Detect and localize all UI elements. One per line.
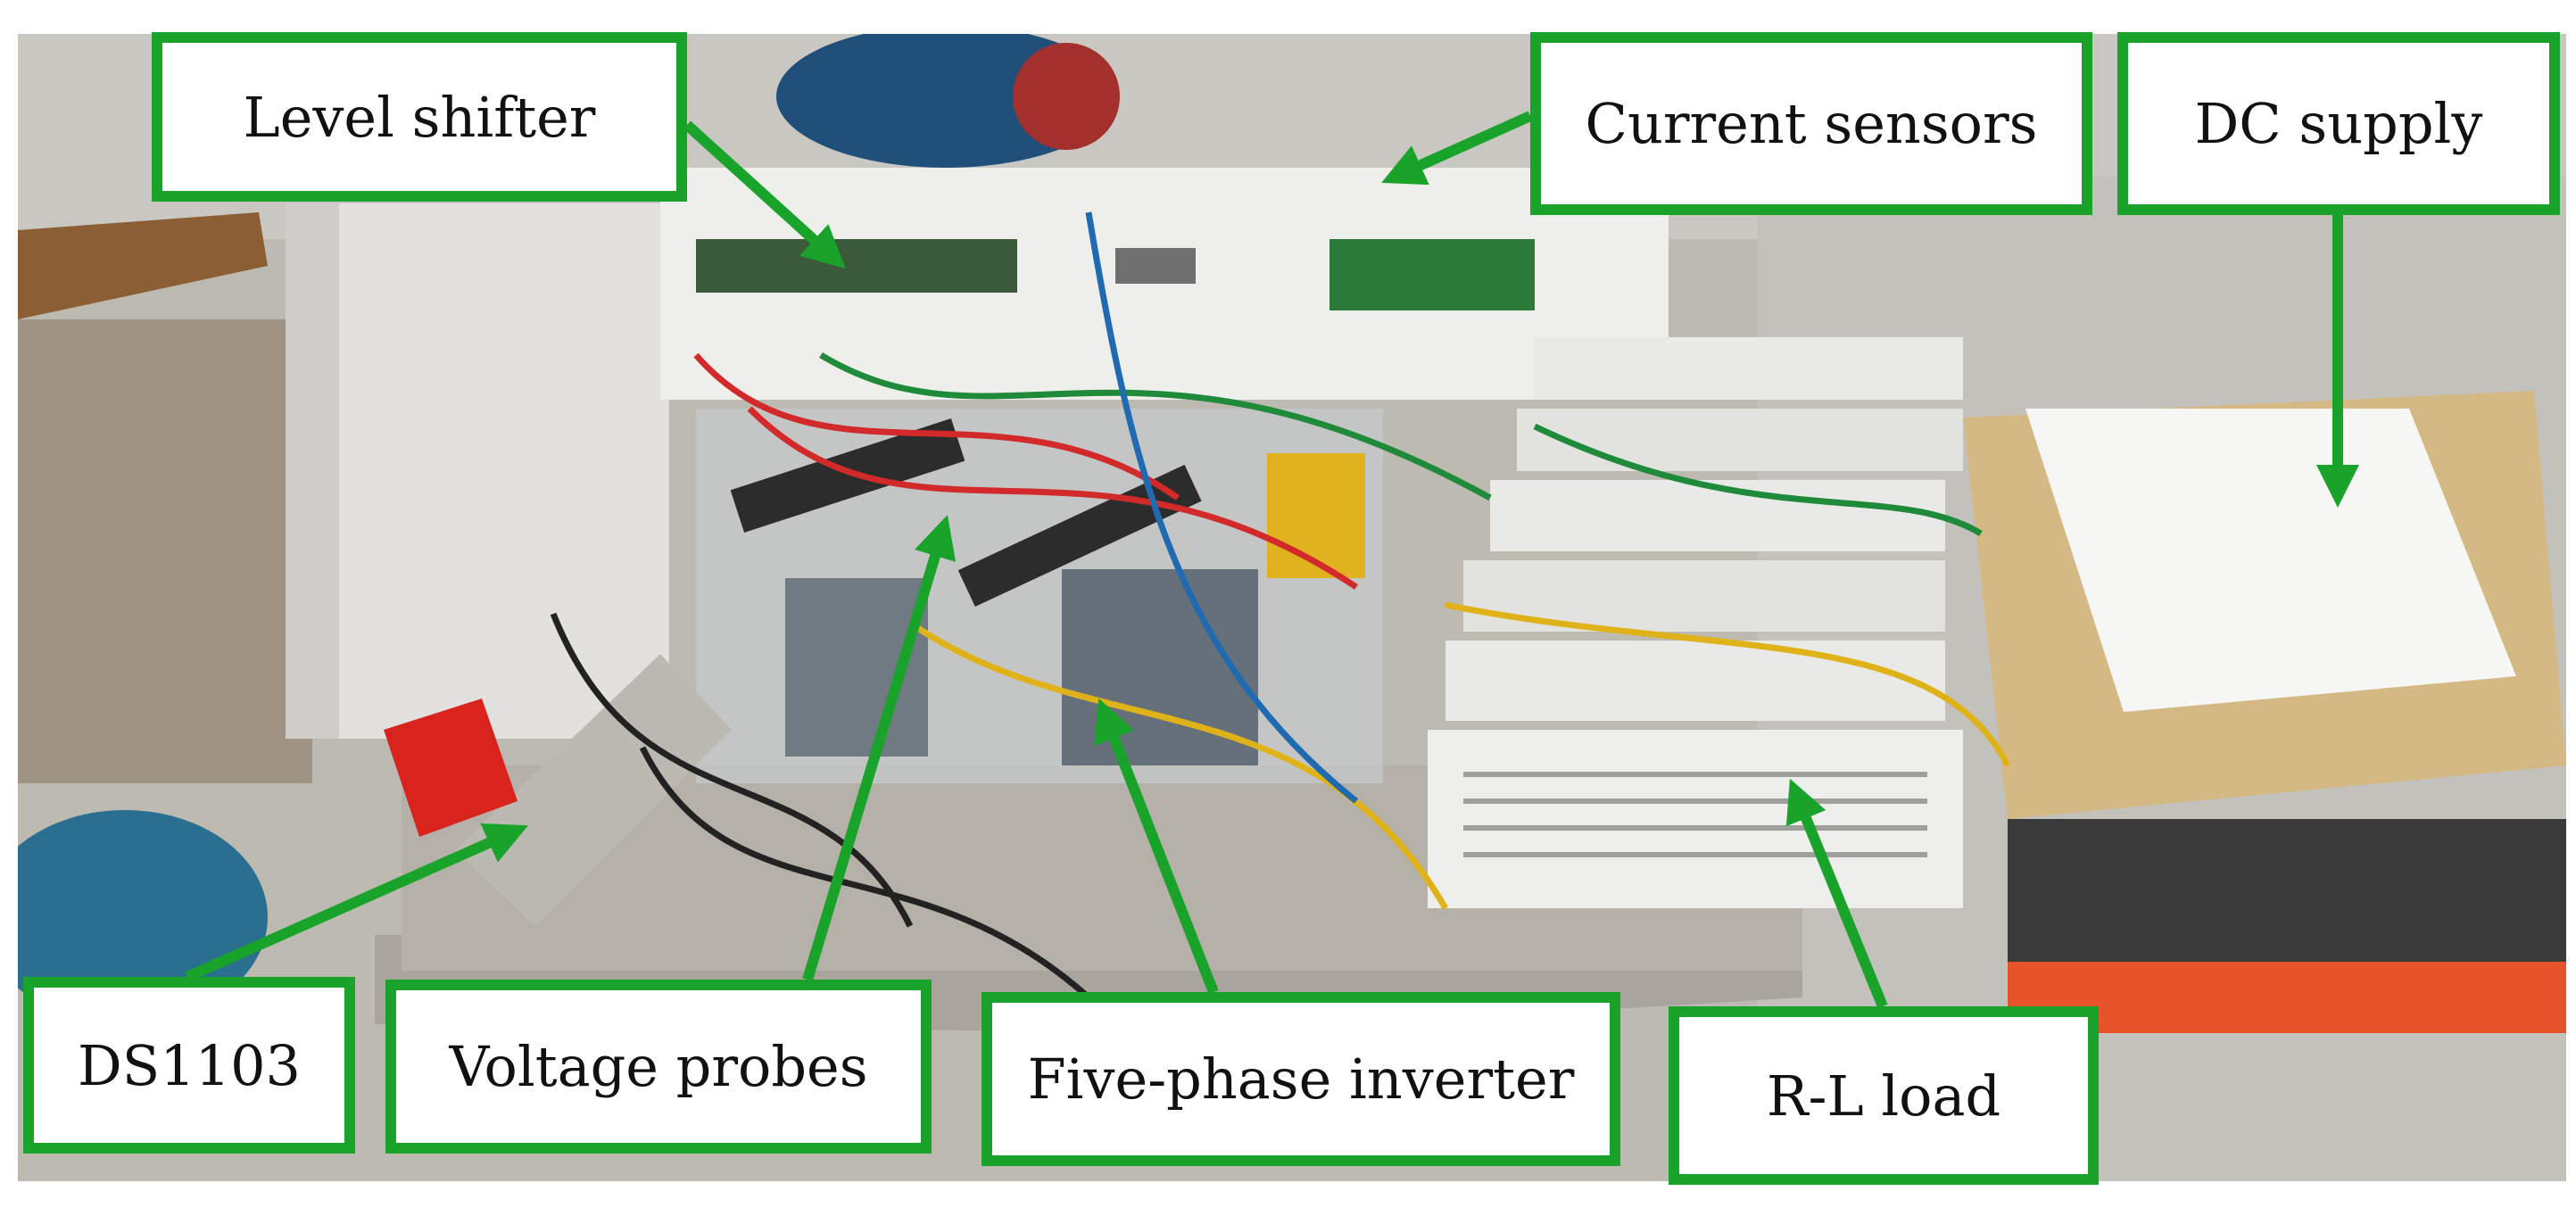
label-ds1103: DS1103 [23,977,355,1154]
test-bench-illustration [18,34,2566,1181]
label-dc-supply: DC supply [2117,32,2560,215]
label-voltage-probes-text: Voltage probes [449,1034,868,1099]
label-ds1103-text: DS1103 [78,1032,301,1098]
test-bench-photo [18,34,2566,1181]
label-five-phase-inverter-text: Five-phase inverter [1027,1046,1575,1112]
label-level-shifter-text: Level shifter [243,84,596,150]
label-current-sensors: Current sensors [1530,32,2092,215]
label-level-shifter: Level shifter [152,32,687,202]
label-current-sensors-text: Current sensors [1585,91,2038,156]
label-five-phase-inverter: Five-phase inverter [982,992,1620,1166]
label-voltage-probes: Voltage probes [385,980,932,1154]
label-rl-load-text: R-L load [1766,1063,2001,1129]
label-dc-supply-text: DC supply [2194,91,2483,156]
label-rl-load: R-L load [1669,1006,2099,1185]
